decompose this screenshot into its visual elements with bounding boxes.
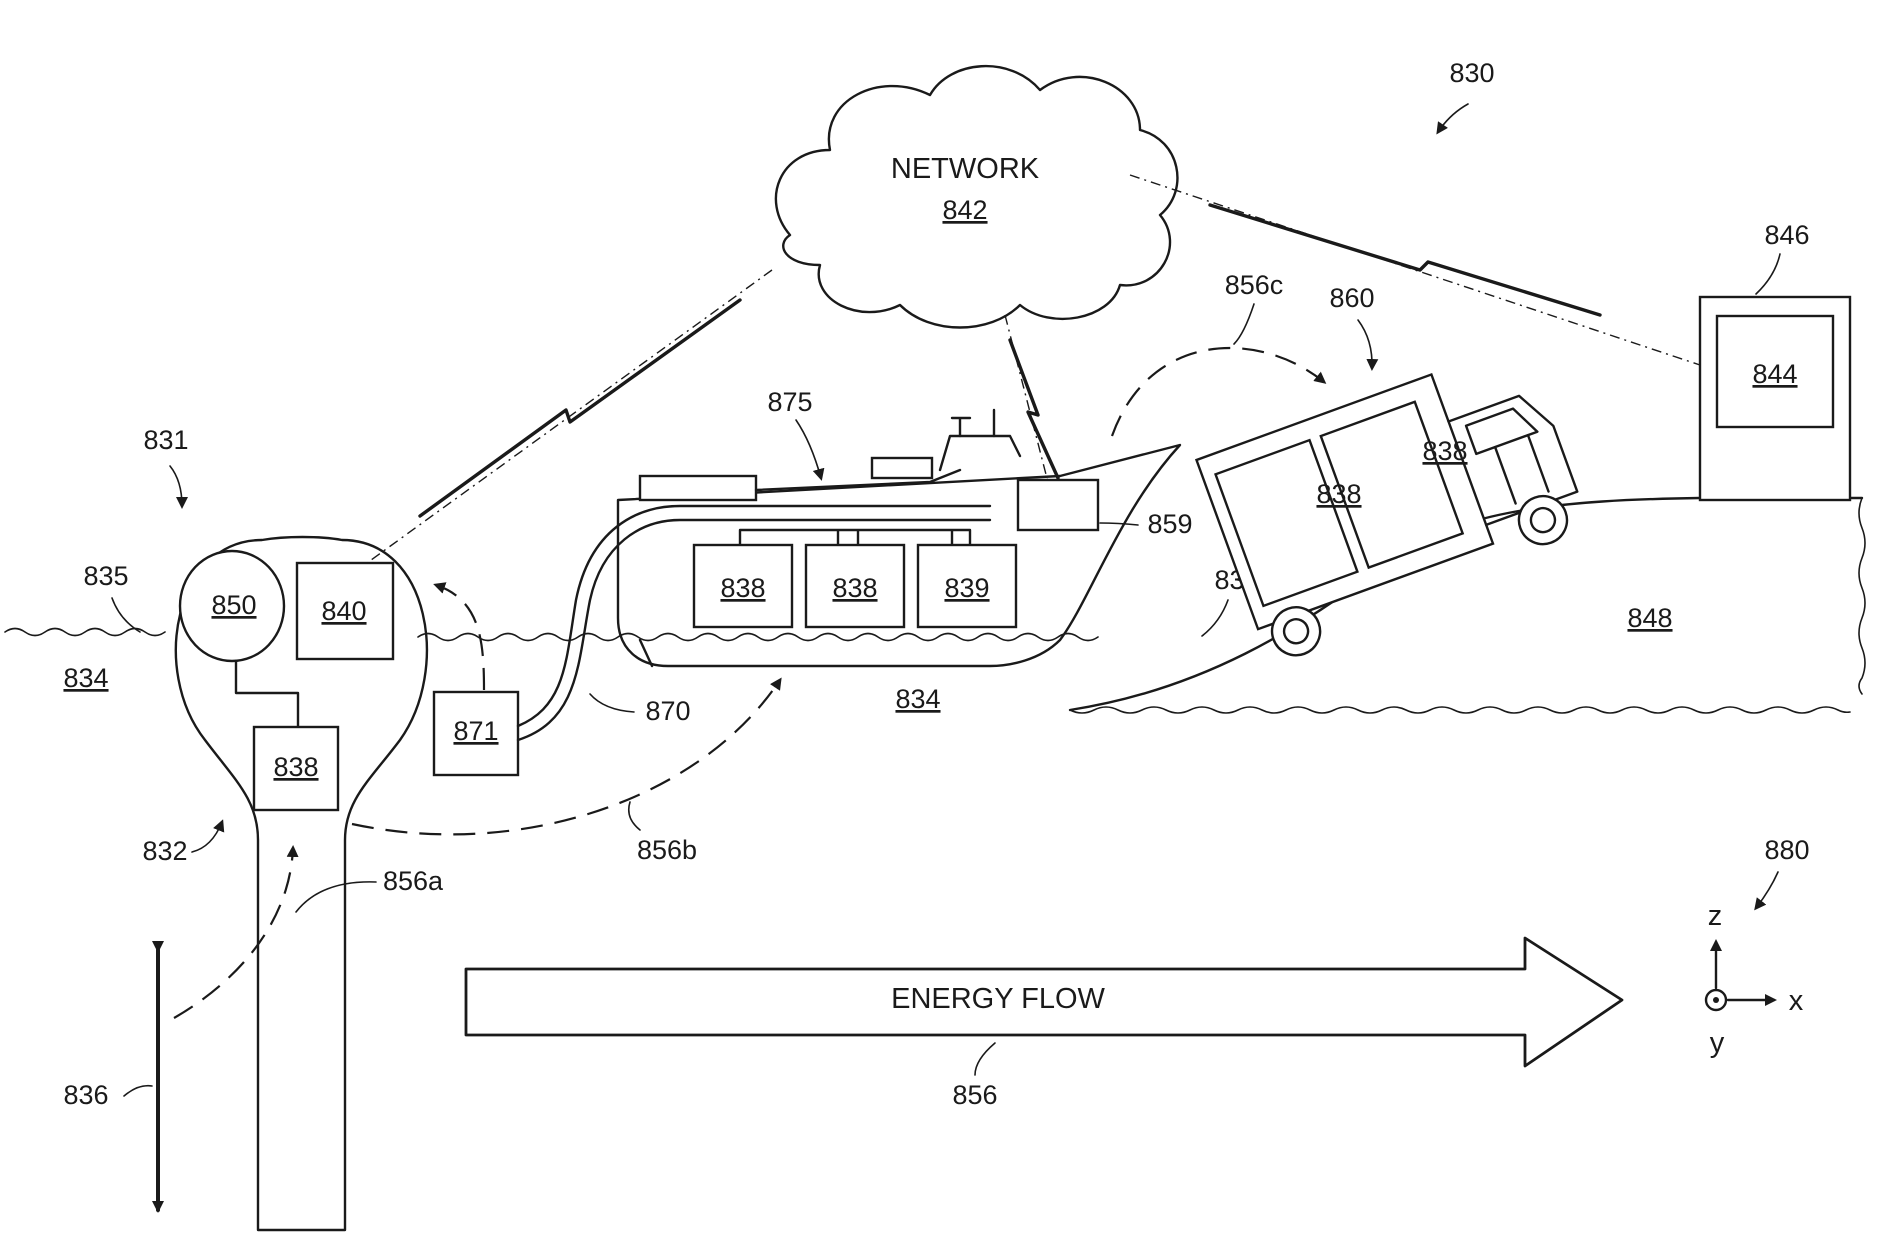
cable-leader: [590, 694, 634, 712]
energy-flow-ref: 856: [952, 1080, 997, 1110]
water-surface-left: [5, 629, 165, 636]
truck-label: 860: [1329, 283, 1374, 313]
flow-c-label: 856c: [1225, 270, 1284, 300]
ship-mast: [952, 410, 994, 436]
buoy-system-label: 831: [143, 425, 188, 455]
energy-flow-text: ENERGY FLOW: [891, 983, 1105, 1015]
buoy-controller-label: 840: [321, 596, 366, 626]
flow-c-leader: [1234, 304, 1254, 344]
buoy-neck-label: 832: [142, 836, 187, 866]
ship-deck-box-1: [640, 476, 756, 500]
system-arrow: [1438, 104, 1468, 132]
truck-battery-1-label: 838: [1316, 479, 1361, 509]
water-surface-left-label: 835: [83, 561, 128, 591]
axes-arrow: [1756, 872, 1778, 908]
water-surface-left-leader: [112, 598, 140, 632]
ship-controller-leader: [1100, 523, 1138, 525]
water-body-left-label: 834: [63, 663, 108, 693]
station-controller-label: 844: [1752, 359, 1797, 389]
ship-deck-box-2: [872, 458, 932, 478]
ship-battery-2-label: 838: [832, 573, 877, 603]
system-label: 830: [1449, 58, 1494, 88]
link-network-ship-bolt: [1010, 340, 1058, 478]
axis-y-label: y: [1710, 1027, 1725, 1059]
flow-c-path: [1112, 348, 1324, 436]
connector-to-buoy-flow: [436, 585, 484, 690]
ship-battery-bus: [740, 530, 970, 545]
ship-battery-3-label: 839: [944, 573, 989, 603]
water-surface-center: [418, 634, 1098, 641]
connector-label: 871: [453, 716, 498, 746]
buoy-neck-leader: [192, 822, 222, 852]
axis-z-label: z: [1708, 900, 1723, 932]
heave-motion-label: 836: [63, 1080, 108, 1110]
land-bottom-edge: [1070, 707, 1850, 713]
flow-b-label: 856b: [637, 835, 697, 865]
station-leader: [1756, 254, 1780, 294]
flow-a-path: [174, 848, 293, 1018]
heave-motion-leader: [124, 1086, 152, 1096]
generator-label: 850: [211, 590, 256, 620]
ship-battery-1-label: 838: [720, 573, 765, 603]
water-body-ship-label: 834: [895, 684, 940, 714]
generator-battery-wire: [236, 661, 298, 727]
flow-a-label: 856a: [383, 866, 444, 896]
truck: [1196, 341, 1597, 665]
ship-superstructure: [940, 436, 1020, 470]
ship-controller: [1018, 480, 1098, 530]
axis-x-label: x: [1789, 985, 1804, 1017]
cable-label: 870: [645, 696, 690, 726]
truck-arrow: [1358, 320, 1372, 368]
truck-battery-2-label: 838: [1422, 436, 1467, 466]
link-network-buoy: [360, 270, 772, 568]
axis-y-dot: [1713, 997, 1719, 1003]
water-surface-ship-leader: [1202, 600, 1228, 636]
axes-label: 880: [1764, 835, 1809, 865]
network-ref: 842: [942, 195, 987, 225]
flow-b-leader: [629, 802, 640, 830]
buoy-battery-label: 838: [273, 752, 318, 782]
station-label: 846: [1764, 220, 1809, 250]
land-right-edge: [1859, 498, 1865, 694]
flow-b-path: [352, 680, 780, 834]
ship-leader: [796, 420, 821, 478]
energy-flow-leader: [975, 1043, 995, 1075]
flow-a-leader: [296, 882, 376, 912]
buoy-system-arrow: [170, 466, 182, 506]
ship-controller-label: 859: [1147, 509, 1192, 539]
network-title: NETWORK: [891, 153, 1040, 185]
ship-label: 875: [767, 387, 812, 417]
land-label: 848: [1627, 603, 1672, 633]
